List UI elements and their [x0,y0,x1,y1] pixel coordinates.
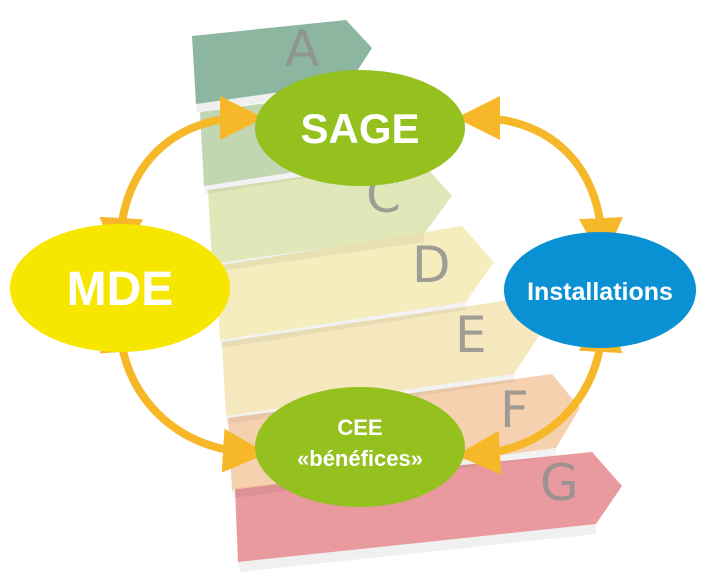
node-ellipse [255,387,465,507]
class-letter-g: G [540,454,579,512]
arrow-sage-installations [456,96,623,262]
class-letter-f: F [500,381,529,439]
arrow-installations-cee [456,308,623,475]
class-letter-a: A [285,20,319,78]
class-bar-d: D [216,226,494,348]
class-letter-e: E [455,306,487,364]
arrow-mde-cee [99,308,267,473]
cycle-arrows [99,96,623,475]
class-bar-shape [208,160,452,264]
arrow-sage-mde [99,96,264,262]
node-ellipse [504,232,696,348]
node-sage: SAGE [255,70,465,186]
node-installations: Installations [504,232,696,348]
cee-label-line1: CEE [337,415,382,440]
cee-label-line2: «bénéfices» [297,446,423,471]
class-bar-shape [216,226,494,340]
sage-label: SAGE [300,105,419,152]
mde-label: MDE [67,263,174,316]
node-cee: CEE «bénéfices» [255,387,465,507]
class-letter-d: D [412,236,451,294]
installations-label: Installations [527,278,673,306]
node-ellipse [255,70,465,186]
node-ellipse [10,224,230,352]
node-mde: MDE [10,224,230,352]
